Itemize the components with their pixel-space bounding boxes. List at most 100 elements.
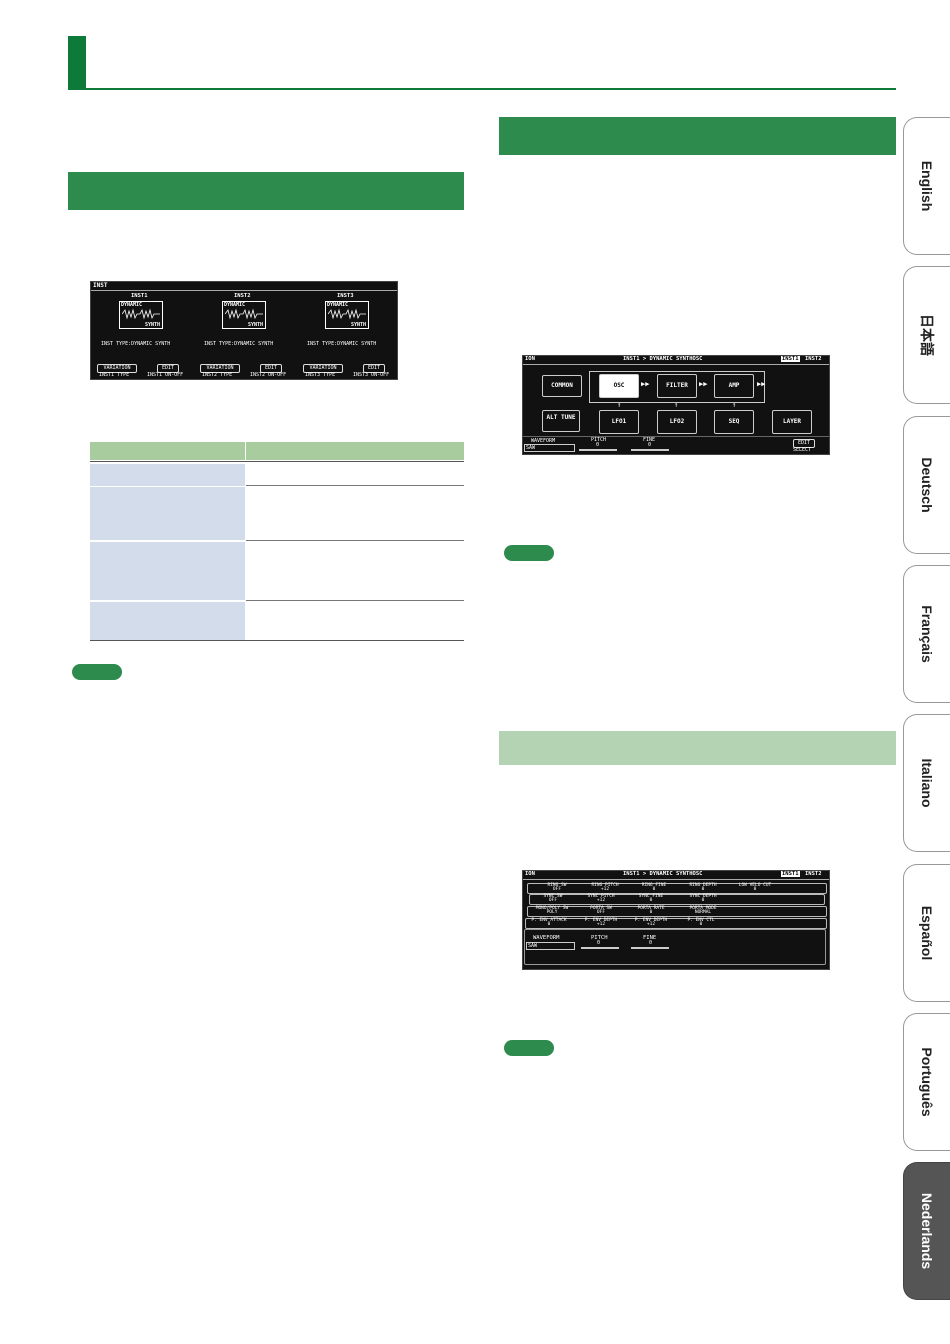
wave-box-top-label: DYNAMIC xyxy=(224,302,246,308)
tab-english[interactable]: English xyxy=(903,117,950,255)
fine-slider[interactable] xyxy=(631,947,669,949)
inst-slot-wave-box: DYNAMIC SYNTH xyxy=(222,301,266,329)
variation-button[interactable]: VARIATION xyxy=(303,364,343,373)
param-value[interactable]: +12 xyxy=(596,922,606,927)
chapter-title-rule xyxy=(68,88,896,90)
edit-button[interactable]: EDIT xyxy=(363,364,385,373)
param-name: SYNC FINE xyxy=(638,894,664,899)
tab-italiano[interactable]: Italiano xyxy=(903,714,950,852)
param-value[interactable]: +12 xyxy=(646,922,656,927)
tab-label: English xyxy=(919,160,935,212)
tab-japanese[interactable]: 日本語 xyxy=(903,266,950,404)
param-value[interactable]: POLY xyxy=(546,910,558,915)
table-header-cell xyxy=(246,442,464,460)
variation-button[interactable]: VARIATION xyxy=(200,364,240,373)
detail-header-inst2[interactable]: INST2 xyxy=(805,871,822,877)
block-filter[interactable]: FILTER xyxy=(657,374,697,398)
variation-button[interactable]: VARIATION xyxy=(97,364,137,373)
table-row-label xyxy=(90,602,245,640)
tab-label: 日本語 xyxy=(919,314,935,356)
wave-box-top-label: DYNAMIC xyxy=(121,302,143,308)
block-lfo2[interactable]: LFO2 xyxy=(657,410,697,434)
param-name: P. ENV ATTACK xyxy=(531,918,567,923)
param-name: RING SW xyxy=(547,883,567,888)
inst-type-line: INST TYPE:DYNAMIC SYNTH xyxy=(307,341,377,347)
tab-nederlands[interactable]: Nederlands xyxy=(903,1162,950,1300)
section-header-right xyxy=(499,117,896,155)
param-row xyxy=(527,883,827,894)
table-row-label xyxy=(90,542,245,600)
select-label: SELECT xyxy=(793,447,812,453)
block-lfo1[interactable]: LFO1 xyxy=(599,410,639,434)
block-osc[interactable]: OSC xyxy=(599,374,639,398)
edit-button[interactable]: EDIT xyxy=(157,364,179,373)
synth-header-inst2[interactable]: INST2 xyxy=(805,356,822,362)
param-value[interactable]: OFF xyxy=(552,887,562,892)
tab-label: Português xyxy=(919,1047,935,1117)
block-layer[interactable]: LAYER xyxy=(772,410,812,434)
pitch-slider[interactable] xyxy=(581,947,619,949)
waveform-icon xyxy=(225,308,263,320)
param-name: PORTA SW xyxy=(590,906,612,911)
edit-button[interactable]: EDIT xyxy=(260,364,282,373)
param-value[interactable]: NORMAL xyxy=(694,910,712,915)
param-value[interactable]: +12 xyxy=(600,887,610,892)
param-value[interactable]: 0 xyxy=(699,922,703,927)
param-name: SYNC PITCH xyxy=(587,894,615,899)
section-header-left xyxy=(68,172,464,210)
param-name: P. ENV DEPTH xyxy=(584,918,618,923)
param-value[interactable]: OFF xyxy=(548,898,558,903)
inst-slot-title: INST2 xyxy=(234,293,251,299)
table-row-rule xyxy=(246,540,464,541)
memo-badge xyxy=(504,1040,554,1056)
tab-label: Nederlands xyxy=(919,1192,935,1270)
block-common[interactable]: COMMON xyxy=(542,375,582,397)
param-name: P. ENV DEPTH xyxy=(634,918,668,923)
synth-header-left: ION xyxy=(525,356,535,362)
param-value[interactable]: 0 xyxy=(652,887,656,892)
tab-portugues[interactable]: Português xyxy=(903,1013,950,1151)
pitch-label: PITCH xyxy=(591,935,608,941)
block-seq[interactable]: SEQ xyxy=(714,410,754,434)
variation-button-sub: INST1 TYPE xyxy=(99,372,130,378)
tab-label: Français xyxy=(919,605,935,663)
waveform-value[interactable]: SAW xyxy=(526,942,575,950)
tab-label: Español xyxy=(919,905,935,961)
wave-box-bottom-label: SYNTH xyxy=(144,322,160,328)
param-value[interactable]: 0 xyxy=(649,898,653,903)
table-row-rule xyxy=(246,485,464,486)
param-value[interactable]: 0 xyxy=(547,922,551,927)
inst-screen-header: INST xyxy=(93,282,108,289)
fine-slider[interactable] xyxy=(631,449,669,451)
table-row-rule xyxy=(246,600,464,601)
memo-badge xyxy=(72,664,122,680)
tab-deutsch[interactable]: Deutsch xyxy=(903,416,950,554)
param-name: LOW VELO CUT xyxy=(738,883,772,888)
waveform-label: WAVEFORM xyxy=(533,935,560,941)
synth-header-inst1[interactable]: INST1 xyxy=(781,356,800,362)
param-row xyxy=(527,906,827,917)
param-value[interactable]: 0 xyxy=(753,887,757,892)
tab-francais[interactable]: Français xyxy=(903,565,950,703)
waveform-value[interactable]: SAW xyxy=(524,444,575,452)
tab-espanol[interactable]: Español xyxy=(903,864,950,1002)
inst-slot-wave-box: DYNAMIC SYNTH xyxy=(325,301,369,329)
edit-button[interactable]: EDIT xyxy=(793,439,815,448)
arrow-right-icon: ▶▶ xyxy=(757,380,766,388)
block-amp[interactable]: AMP xyxy=(714,374,754,398)
param-value[interactable]: +12 xyxy=(596,898,606,903)
wave-box-bottom-label: SYNTH xyxy=(247,322,263,328)
pitch-slider[interactable] xyxy=(579,449,617,451)
block-alt-tune[interactable]: ALT TUNE xyxy=(542,410,580,432)
detail-header-inst1[interactable]: INST1 xyxy=(781,871,800,877)
param-value[interactable]: OFF xyxy=(596,910,606,915)
table-header-cell xyxy=(90,442,245,460)
fine-label: FINE xyxy=(643,437,656,443)
waveform-icon xyxy=(328,308,366,320)
param-value[interactable]: 0 xyxy=(701,898,705,903)
param-value[interactable]: 0 xyxy=(701,887,705,892)
param-name: SYNC DEPTH xyxy=(689,894,717,899)
osc-group-frame xyxy=(589,371,765,403)
table-row-label xyxy=(90,487,245,540)
param-value[interactable]: 0 xyxy=(649,910,653,915)
